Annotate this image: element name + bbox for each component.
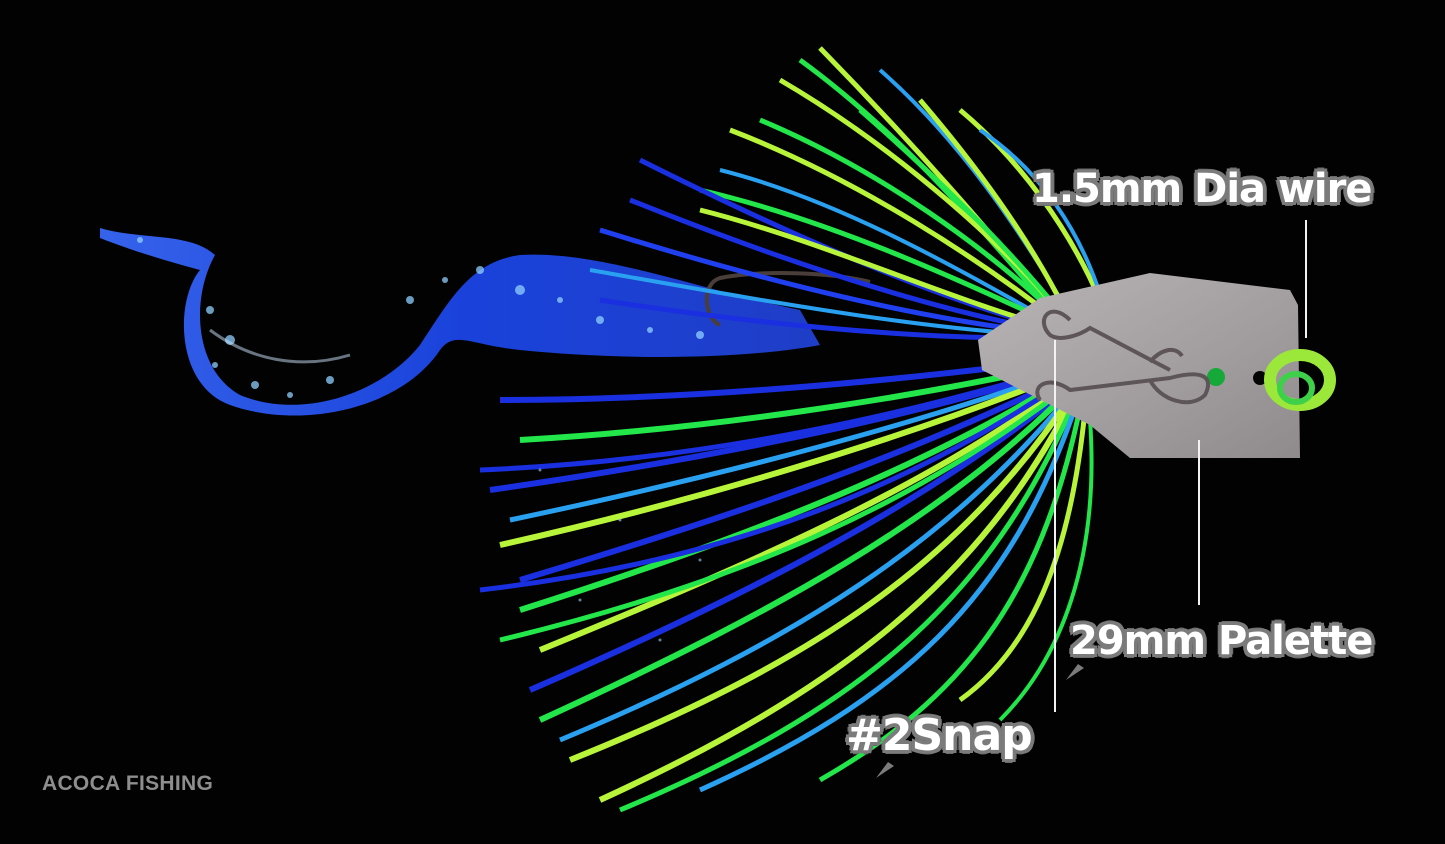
wire-diameter-label: 1.5mm Dia wire <box>1032 166 1372 212</box>
snap-clip <box>1035 309 1211 405</box>
skirt-upper <box>589 46 1104 341</box>
snap-leader-line <box>1054 340 1056 712</box>
palette-leader-line <box>1198 440 1200 605</box>
trailer-tail <box>100 228 820 416</box>
snap-size-label: #2Snap <box>846 710 1033 761</box>
skirt-lower <box>479 357 1094 813</box>
brand-watermark: ACOCA FISHING <box>42 772 214 795</box>
blade-palette <box>978 273 1300 458</box>
palette-size-label: 29mm Palette <box>1070 618 1373 664</box>
wire-leader-line <box>1305 220 1307 338</box>
split-ring <box>1264 349 1336 411</box>
